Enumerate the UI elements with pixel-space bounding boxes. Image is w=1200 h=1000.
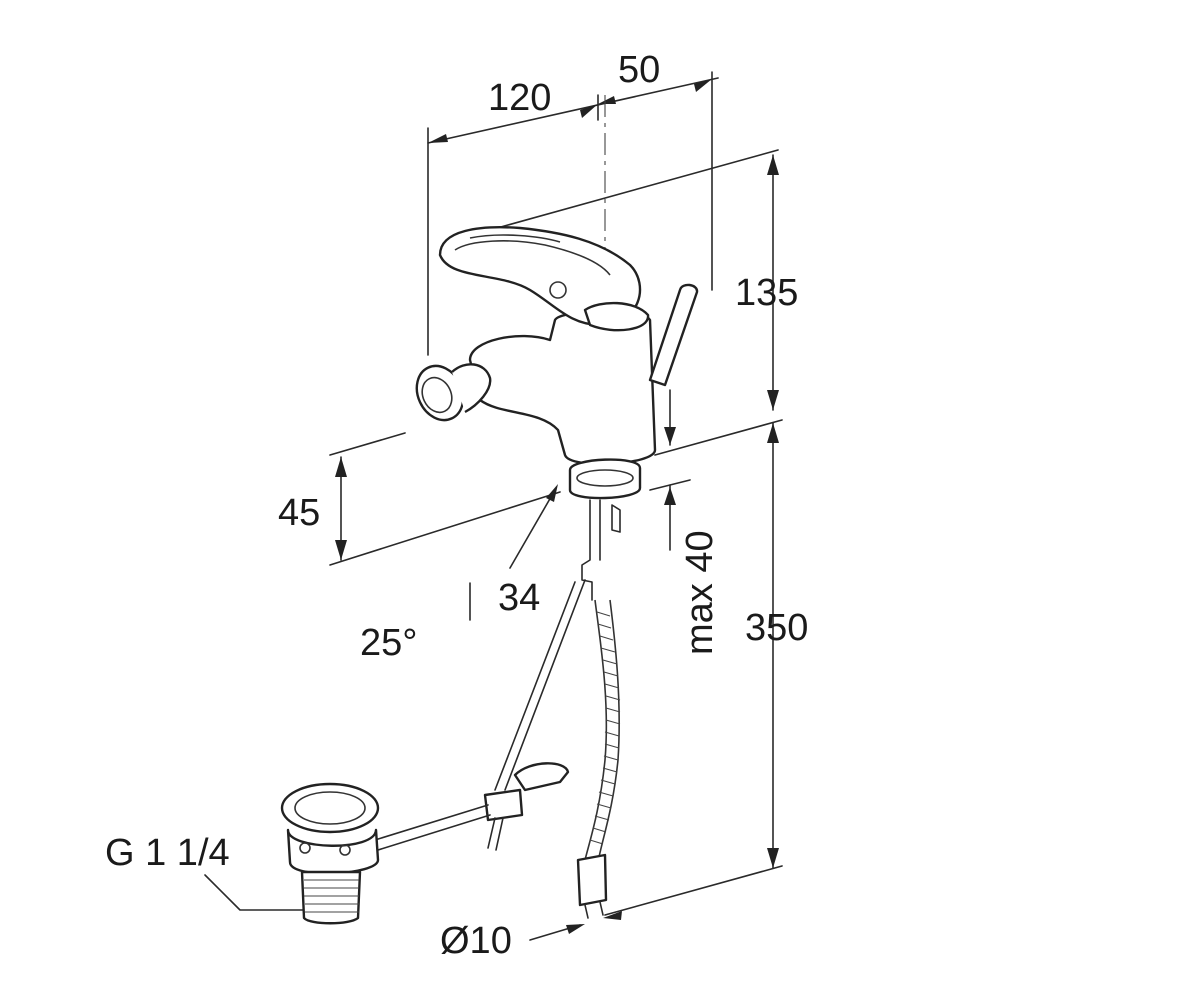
dimension-lines	[204, 71, 783, 941]
angle-25-label: 25°	[360, 622, 417, 664]
dimension-labels: 120 50 135 45 34 25° max 40 350 G 1 1/4 …	[105, 49, 808, 962]
dim-34-label: 34	[498, 577, 540, 619]
supply-hoses	[576, 499, 621, 919]
dim-135-label: 135	[735, 272, 798, 314]
thread-g-label: G 1 1/4	[105, 832, 230, 874]
dim-120-label: 120	[488, 77, 551, 119]
pop-up-linkage	[374, 579, 586, 851]
tap-body	[415, 226, 699, 500]
waste-fitting	[280, 782, 380, 925]
dim-50-label: 50	[618, 49, 660, 91]
diameter-label: Ø10	[440, 920, 512, 962]
dim-max40-label: max 40	[679, 530, 721, 655]
dim-45-label: 45	[278, 492, 320, 534]
dim-350-label: 350	[745, 607, 808, 649]
